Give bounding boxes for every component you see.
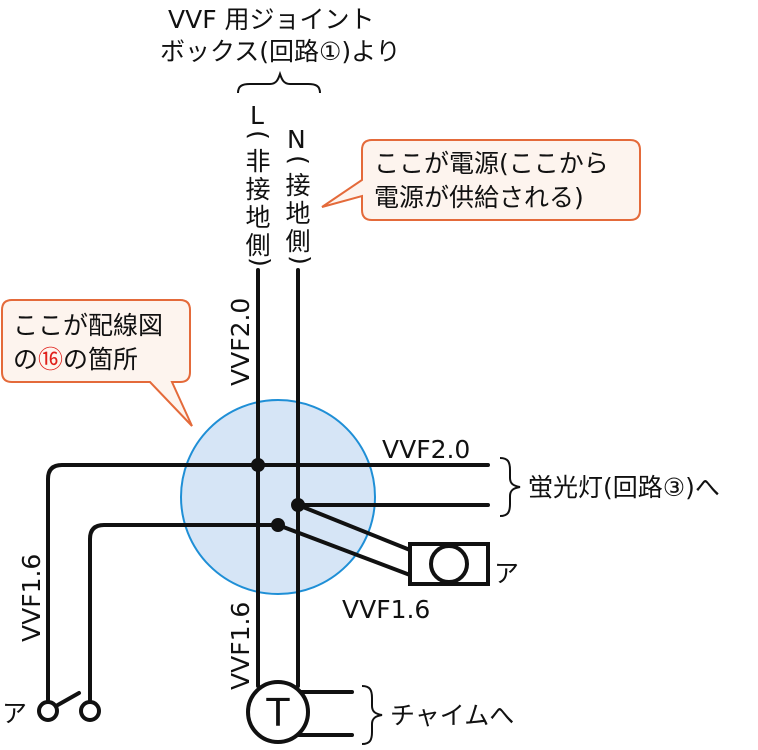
transformer-circle — [246, 680, 310, 744]
wire-n-letter: N — [287, 125, 306, 154]
label-vvf20-vertical: VVF2.0 — [226, 298, 255, 386]
wire-n-char-4: ) — [286, 255, 315, 265]
wire-switch-feed — [46, 463, 490, 702]
wire-lamp-return — [276, 523, 412, 577]
switch-lever — [54, 691, 81, 708]
wire-switch-return — [88, 523, 280, 702]
callout-power: ここが電源(ここから 電源が供給される) — [321, 139, 641, 221]
callout-diagram-line2: の⑯の箇所 — [13, 345, 138, 374]
wire-l-letter: L — [250, 101, 264, 130]
label-vvf16-lamp: VVF1.6 — [342, 595, 430, 624]
callout-diagram: ここが配線図 の⑯の箇所 — [1, 299, 193, 427]
wire-n-char-3: 側 — [285, 227, 310, 256]
wire-l-char-2: 接 — [245, 175, 270, 204]
callout-power-line2: 電源が供給される) — [374, 183, 584, 212]
wire-l-description: ( 非 接 地 側 ) — [244, 130, 275, 267]
wire-lamp-n — [296, 503, 412, 552]
label-fluorescent: 蛍光灯(回路③)へ — [528, 473, 720, 502]
wire-l-char-1: 非 — [245, 147, 270, 176]
wire-l-char-0: ( — [244, 130, 273, 140]
callout-diagram-line1: ここが配線図 — [13, 311, 163, 340]
source-brace — [237, 70, 321, 94]
wire-l-char-4: 側 — [245, 231, 270, 260]
junction-circle — [180, 399, 376, 595]
source-label-line2: ボックス(回路①)より — [160, 37, 401, 66]
lamp-icon — [429, 544, 469, 584]
label-switch-a: ア — [2, 699, 27, 728]
wire-n-description: ( 接 地 側 ) — [284, 155, 315, 265]
label-chime: チャイムへ — [390, 701, 514, 730]
callout-diagram-line2-post: の箇所 — [63, 345, 138, 374]
label-vvf16-left: VVF1.6 — [17, 554, 46, 642]
junction-dot-return — [271, 518, 285, 532]
chime-brace — [361, 685, 383, 745]
label-vvf16-center: VVF1.6 — [226, 602, 255, 690]
wire-l-char-3: 地 — [245, 203, 270, 232]
wire-n-char-1: 接 — [285, 171, 310, 200]
label-lamp-a: ア — [494, 559, 519, 588]
callout-diagram-box — [1, 299, 193, 427]
junction-dot-l — [251, 458, 265, 472]
wire-n-char-0: ( — [284, 155, 313, 165]
junction-dot-n — [291, 498, 305, 512]
switch-contact-left — [37, 700, 59, 722]
callout-diagram-number: ⑯ — [38, 345, 63, 374]
transformer-label: T — [265, 691, 290, 735]
wire-n-char-2: 地 — [285, 199, 310, 228]
source-label-line1: VVF 用ジョイント — [168, 5, 375, 34]
callout-power-box — [321, 139, 641, 221]
fluorescent-brace — [499, 457, 521, 517]
callout-diagram-line2-pre: の — [13, 345, 38, 374]
wire-l-char-5: ) — [246, 257, 275, 267]
callout-power-line1: ここが電源(ここから — [374, 149, 609, 178]
switch-contact-right — [79, 700, 101, 722]
label-vvf20-horizontal: VVF2.0 — [382, 435, 470, 464]
